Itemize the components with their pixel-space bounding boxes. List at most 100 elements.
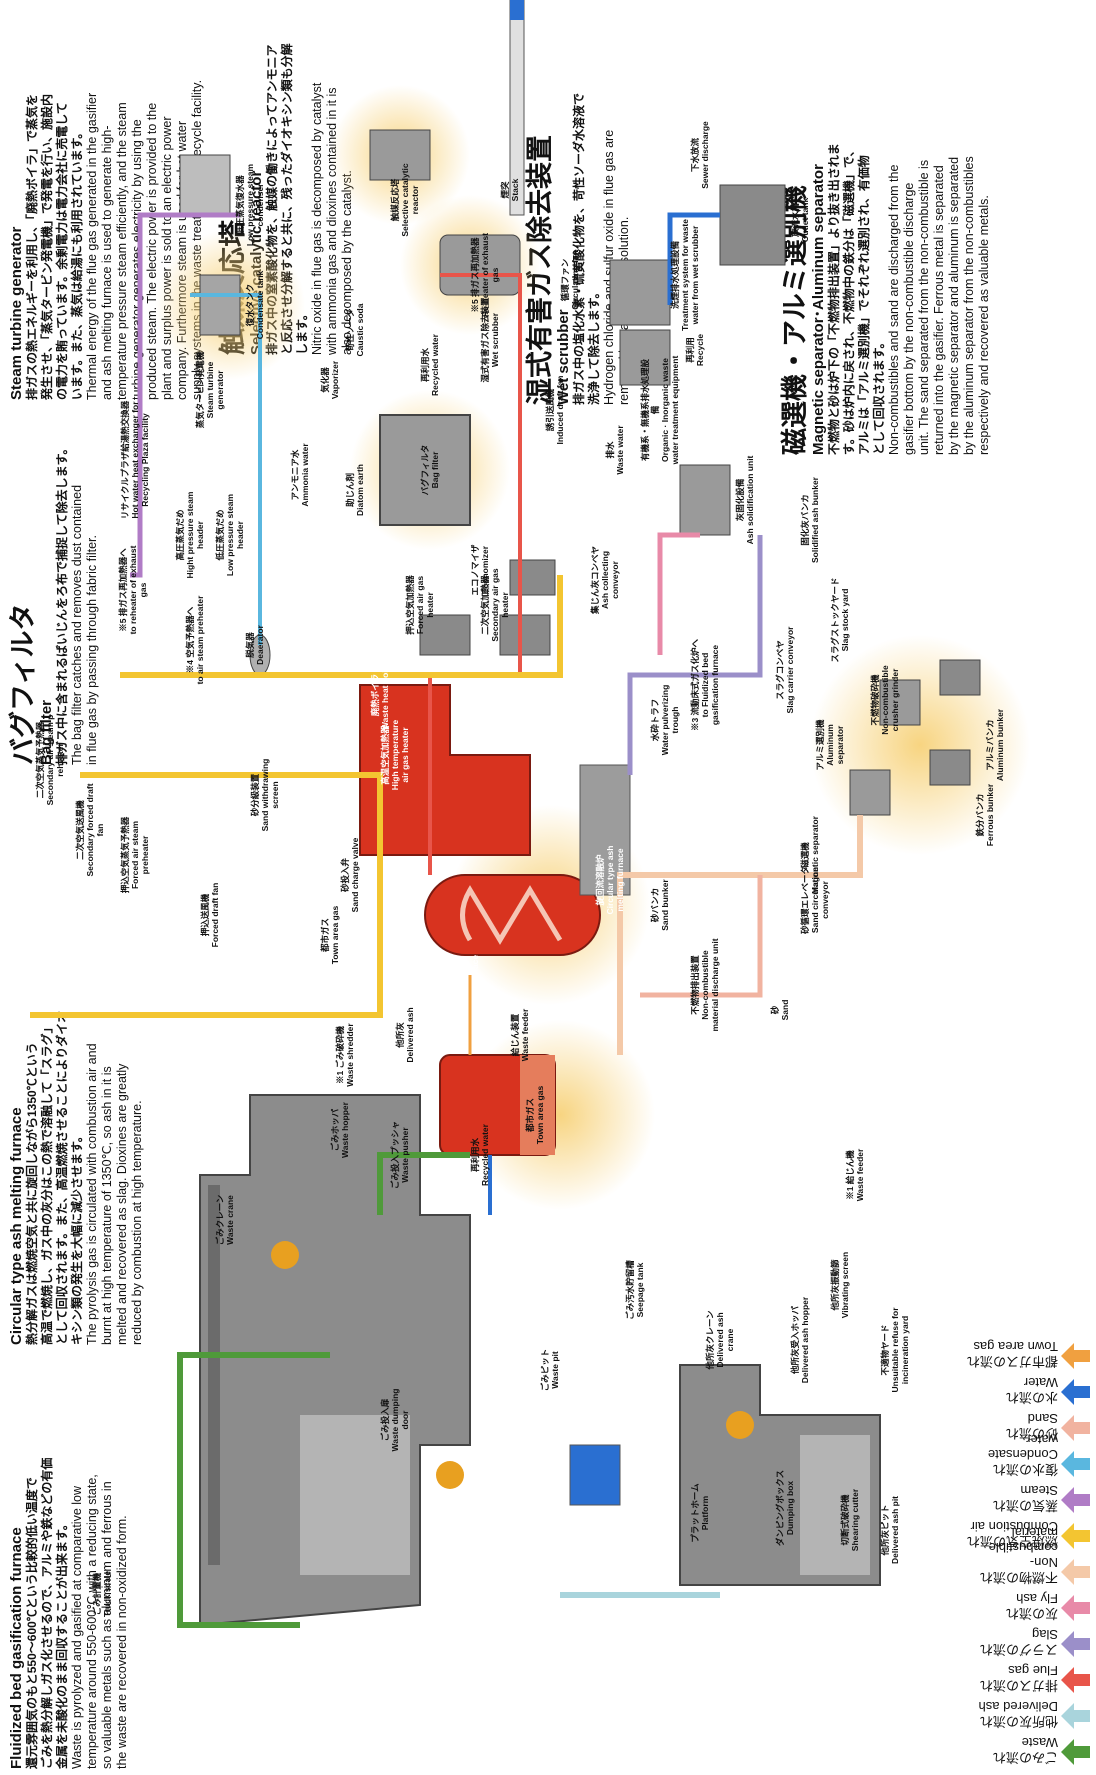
label-forced-air-steam-preheater: 押込空気蒸気予熱器Forced air steam preheater (120, 805, 150, 905)
label-dumping-box: ダンピングボックスDumping box (775, 1463, 795, 1553)
label-economizer: エコノマイザEconomizer (470, 535, 490, 605)
legend-arrow-icon (1060, 1665, 1092, 1695)
label-fluidized-furnace: 流動床式ガス化炉Fluidized bed gasification furna… (450, 950, 480, 1040)
label-ash-solidification: 灰固化設備Ash solidification unit (735, 455, 755, 545)
label-delivered-ash-top: 他所灰Delivered ash (395, 995, 415, 1075)
label-organic-treatment: 有機系・無機系排水処理設備Organic · Inorganic waste w… (640, 355, 680, 465)
label-diatom-earth: 助じん剤Diatom earth (345, 455, 365, 525)
turbine-unit (200, 275, 240, 335)
scrubber-treatment-tank (610, 260, 670, 325)
seepage-tank (570, 1445, 620, 1505)
label-water-pulverizing-trough: 水砕トラフWater pulverizing trough (650, 675, 680, 765)
legend-label-en: Fly ash (963, 1591, 1058, 1606)
legend-label-jp: 燃焼空気の流れ (963, 1534, 1058, 1549)
legend-label-jp: 他所灰の流れ (963, 1714, 1058, 1729)
legend-label-en: Town area gas (963, 1339, 1058, 1354)
label-caustic-soda: 苛性ソーダCaustic soda (345, 295, 365, 365)
legend-arrow-icon (1060, 1449, 1092, 1479)
legend-label-en: Slag (963, 1627, 1058, 1642)
legend-arrow-icon (1060, 1485, 1092, 1515)
legend-label-jp: 都市ガスの流れ (963, 1354, 1058, 1369)
legend-arrow-icon (1060, 1737, 1092, 1767)
legend-label-en: Water (963, 1375, 1058, 1390)
label-aluminum-separator: アルミ選別機Aluminum separator (815, 705, 845, 785)
legend-arrow-icon (1060, 1341, 1092, 1371)
economizer-unit (510, 560, 555, 595)
label-unsuitable-yard: 不適物ヤードUnsuitable refuse for incineration… (880, 1295, 910, 1405)
label-outlet-tank: 放流水槽Outlet tank (790, 185, 810, 255)
legend-label: スラグの流れSlag (963, 1627, 1058, 1657)
label-circulating-fan: 循環ファンCirculating fan (560, 240, 580, 320)
condenser-unit (180, 155, 230, 215)
label-seepage-tank: ごみ汚水貯留槽Seepage tank (625, 1245, 645, 1335)
legend-label-jp: 排ガスの流れ (963, 1678, 1058, 1693)
ash-solidification-unit (680, 465, 730, 535)
label-delivered-ash-pit: 他所灰ピットDelivered ash pit (880, 1490, 900, 1570)
label-slag-stock-yard: スラグストックヤードSlag stock yard (830, 575, 850, 665)
legend-label-jp: スラグの流れ (963, 1642, 1058, 1657)
legend-item: ごみの流れWaste (1000, 1733, 1092, 1767)
label-deaerator: 脱気器Deaerator (245, 615, 265, 675)
magnetic-separator-unit (850, 770, 890, 815)
legend-label-en: Combustion air (963, 1519, 1058, 1534)
waste-crane-icon (271, 1241, 299, 1269)
outlet-tank (720, 185, 785, 265)
legend-label-jp: 水の流れ (963, 1390, 1058, 1405)
label-recycle: 再利用Recycle (685, 320, 705, 380)
legend-label-jp: 灰の流れ (963, 1606, 1058, 1621)
legend-label-jp: ごみの流れ (963, 1750, 1058, 1765)
waste-crane-icon-2 (436, 1461, 464, 1489)
label-waste-shredder: ※1 ごみ破砕機Waste shredder (335, 1015, 355, 1095)
label-aluminum-bunker: アルミバンカAluminum bunker (985, 705, 1005, 785)
legend-label-jp: 砂の流れ (963, 1426, 1058, 1441)
label-town-gas-2: 都市ガスTown area gas (320, 895, 340, 975)
label-solidified-ash-bunker: 固化灰バンカSolidified ash bunker (800, 475, 820, 565)
legend-arrow-icon (1060, 1413, 1092, 1443)
label-to-reheater: ※5 排ガス再加熱器へto reheater of exhaust gas (118, 545, 148, 635)
legend-label-en: Sand (963, 1411, 1058, 1426)
legend-arrow-icon (1060, 1521, 1092, 1551)
legend-label: 燃焼空気の流れCombustion air (963, 1519, 1058, 1549)
legend-arrow-icon (1060, 1629, 1092, 1659)
label-bag-filter: バグフィルタBag filter (420, 435, 440, 505)
legend-arrow-icon (1060, 1701, 1092, 1731)
label-shearing-cutter: 切断式破砕機Shearing cutter (840, 1475, 860, 1565)
